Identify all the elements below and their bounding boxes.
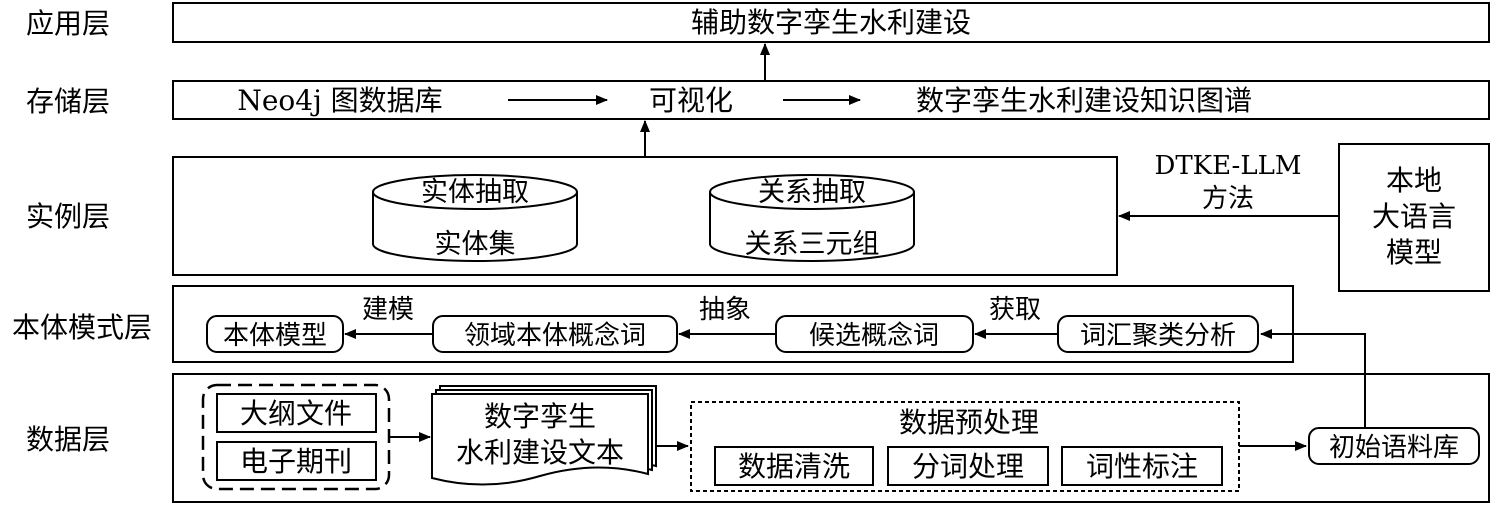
vocab-clustering-label: 词汇聚类分析 [1080,321,1236,351]
instance-box [172,156,1118,276]
label-abstract: 抽象 [699,295,751,325]
data-box [172,373,1490,503]
layer-label-storage: 存储层 [26,85,110,118]
pos-tagging-box [1061,446,1223,486]
pos-tagging-label: 词性标注 [1086,450,1198,483]
method-label-line1: DTKE-LLM [1154,151,1301,181]
layer-label-application: 应用层 [26,7,110,40]
text-document-stack [431,385,657,486]
entity-extraction-label: 实体抽取 [421,177,529,208]
local-llm-box [1338,143,1490,292]
ontology-box [172,285,1294,363]
local-llm-line3: 模型 [1386,236,1442,269]
local-llm-line2: 大语言 [1372,200,1456,233]
domain-concept-words-label: 领域本体概念词 [464,321,646,351]
entity-cylinder [372,174,578,262]
data-cleaning-label: 数据清洗 [738,450,850,483]
label-modeling: 建模 [362,295,414,325]
outline-file-box [216,393,377,433]
local-llm-line1: 本地 [1386,164,1442,197]
relation-triples-label: 关系三元组 [745,229,880,260]
layer-label-instance: 实例层 [26,200,110,233]
word-segmentation-box [887,446,1049,486]
ontology-model-box [206,315,344,353]
preprocess-box [690,401,1240,492]
storage-visual: 可视化 [649,84,733,117]
initial-corpus-box [1308,427,1480,465]
storage-kg: 数字孪生水利建设知识图谱 [916,84,1252,117]
label-acquire: 获取 [989,295,1041,325]
initial-corpus-label: 初始语料库 [1329,433,1459,463]
relation-extraction-label: 关系抽取 [758,177,866,208]
storage-db: Neo4j 图数据库 [237,84,442,117]
layer-label-data: 数据层 [26,423,110,456]
e-journal-box [216,441,377,481]
entity-set-label: 实体集 [435,229,516,260]
method-label-line2: 方法 [1202,184,1254,214]
text-doc-line2: 水利建设文本 [456,436,624,469]
candidate-concepts-label: 候选概念词 [809,321,939,351]
application-box [172,2,1490,43]
layer-label-ontology: 本体模式层 [12,311,152,344]
application-title: 辅助数字孪生水利建设 [691,6,971,39]
preprocess-title: 数据预处理 [899,406,1039,439]
e-journal-label: 电子期刊 [240,445,352,478]
arrow-corpus-to-clustering [1260,329,1366,428]
outline-file-label: 大纲文件 [240,397,352,430]
relation-cylinder [709,174,915,262]
text-doc-line1: 数字孪生 [484,400,596,433]
data-cleaning-box [714,446,874,486]
storage-box [172,80,1490,120]
word-segmentation-label: 分词处理 [912,450,1024,483]
ontology-model-label: 本体模型 [223,321,327,351]
